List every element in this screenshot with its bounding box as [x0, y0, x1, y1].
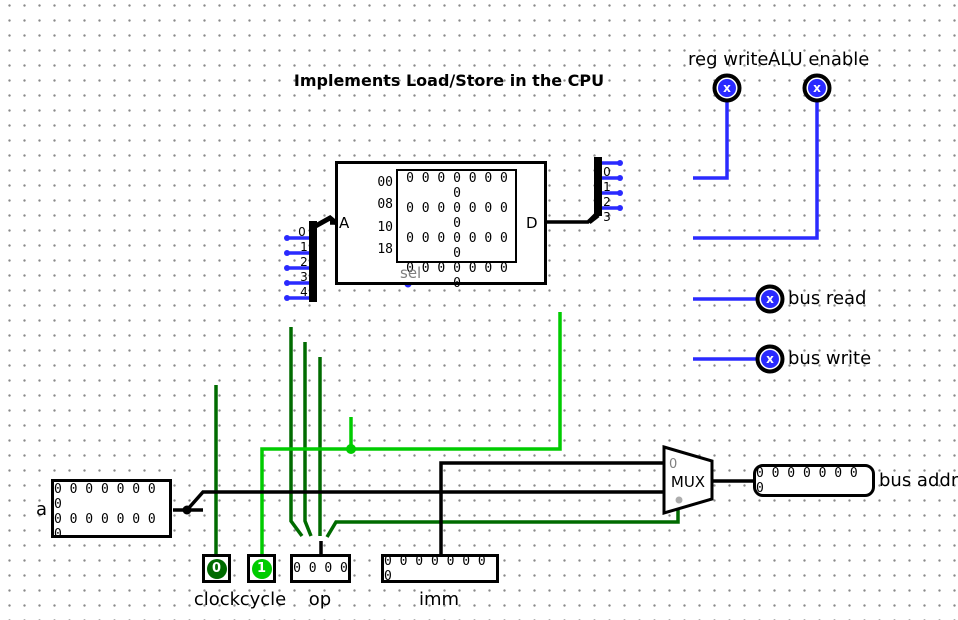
pin-reg-write[interactable] — [712, 73, 742, 103]
alu-enable-label: ALU enable — [768, 49, 870, 70]
imm-pin[interactable]: 0 0 0 0 0 0 0 0 — [381, 553, 499, 584]
splitter-right-bit-0: 0 — [603, 165, 611, 179]
cycle-label: cycle — [239, 589, 287, 610]
probe-a[interactable]: 0 0 0 0 0 0 0 0 0 0 0 0 0 0 0 0 — [51, 479, 172, 542]
reg-write-value[interactable]: x — [723, 81, 731, 95]
bus-addr-value: 0 0 0 0 0 0 0 0 — [756, 465, 858, 496]
splitter-left[interactable] — [284, 214, 338, 302]
ram-component[interactable] — [335, 161, 547, 285]
ram-port-d-label: D — [526, 214, 538, 232]
bus-write-value[interactable]: x — [766, 352, 774, 366]
splitter-right-bit-1: 1 — [603, 180, 611, 194]
bus-addr-label: bus addr — [879, 470, 958, 491]
splitter-right-bit-2: 2 — [603, 195, 611, 209]
wire-alu-enable[interactable] — [693, 101, 819, 240]
op-pin[interactable]: 0 0 0 0 — [290, 554, 351, 583]
clock-pin[interactable]: 0 — [202, 554, 231, 583]
junction-dot-a[interactable] — [182, 505, 192, 515]
pin-bus-write[interactable] — [755, 344, 785, 374]
splitter-left-bit-1: 1 — [300, 240, 308, 254]
ram-row: 0 0 0 0 0 0 0 0 — [406, 231, 508, 261]
wire-imm-to-mux[interactable] — [439, 461, 665, 556]
cycle-pin-value: 1 — [251, 558, 272, 579]
pin-rings — [712, 73, 832, 374]
probe-a-row: 0 0 0 0 0 0 0 0 — [54, 482, 156, 512]
bus-read-label: bus read — [788, 288, 867, 309]
mux-select-dot — [675, 496, 683, 504]
wire-reg-write[interactable] — [693, 101, 729, 180]
splitter-left-bit-0: 0 — [298, 225, 306, 239]
ram-row: 0 0 0 0 0 0 0 0 — [406, 201, 508, 231]
imm-pin-value: 0 0 0 0 0 0 0 0 — [384, 553, 486, 584]
splitter-right[interactable] — [587, 157, 623, 224]
splitter-left-bit-3: 3 — [300, 270, 308, 284]
cycle-pin[interactable]: 1 — [247, 554, 276, 583]
op-pin-value: 0 0 0 0 — [293, 561, 348, 576]
wire-op-bit1[interactable] — [289, 327, 304, 538]
wire-op-to-mux-select[interactable] — [325, 504, 680, 538]
splitter-left-bit-4: 4 — [300, 285, 308, 299]
clock-label: clock — [193, 589, 241, 610]
ram-contents-box[interactable] — [396, 169, 517, 263]
ram-port-a-label: A — [339, 214, 350, 232]
clock-pin-value: 0 — [206, 558, 227, 579]
wire-cycle[interactable] — [260, 312, 562, 556]
splitter-right-bit-3: 3 — [603, 210, 611, 224]
alu-enable-value[interactable]: x — [813, 81, 821, 95]
ram-sel-label: sel — [400, 264, 422, 282]
pin-alu-enable[interactable] — [802, 73, 832, 103]
ram-row: 0 0 0 0 0 0 0 0 — [406, 261, 508, 291]
pin-bus-read[interactable] — [755, 284, 785, 314]
mux-input0-label: 0 — [669, 457, 678, 472]
bus-write-label: bus write — [788, 348, 872, 369]
probe-a-label: a — [36, 499, 48, 520]
reg-write-label: reg write — [688, 49, 769, 70]
mux-shape[interactable] — [662, 445, 714, 515]
bus-read-value[interactable]: x — [766, 292, 774, 306]
bus-addr-pin[interactable]: 0 0 0 0 0 0 0 0 — [753, 464, 875, 497]
splitter-left-bit-2: 2 — [300, 255, 308, 269]
op-label: op — [308, 589, 332, 610]
wire-a-to-mux[interactable] — [185, 490, 665, 512]
circuit-title: Implements Load/Store in the CPU — [293, 71, 605, 90]
ram-row: 0 0 0 0 0 0 0 0 — [406, 171, 508, 201]
probe-a-row: 0 0 0 0 0 0 0 0 — [54, 512, 156, 542]
junction-dot-cycle[interactable] — [346, 444, 356, 454]
mux-label: MUX — [670, 473, 706, 491]
wire-op-bit2[interactable] — [303, 342, 313, 537]
imm-label: imm — [418, 589, 460, 610]
